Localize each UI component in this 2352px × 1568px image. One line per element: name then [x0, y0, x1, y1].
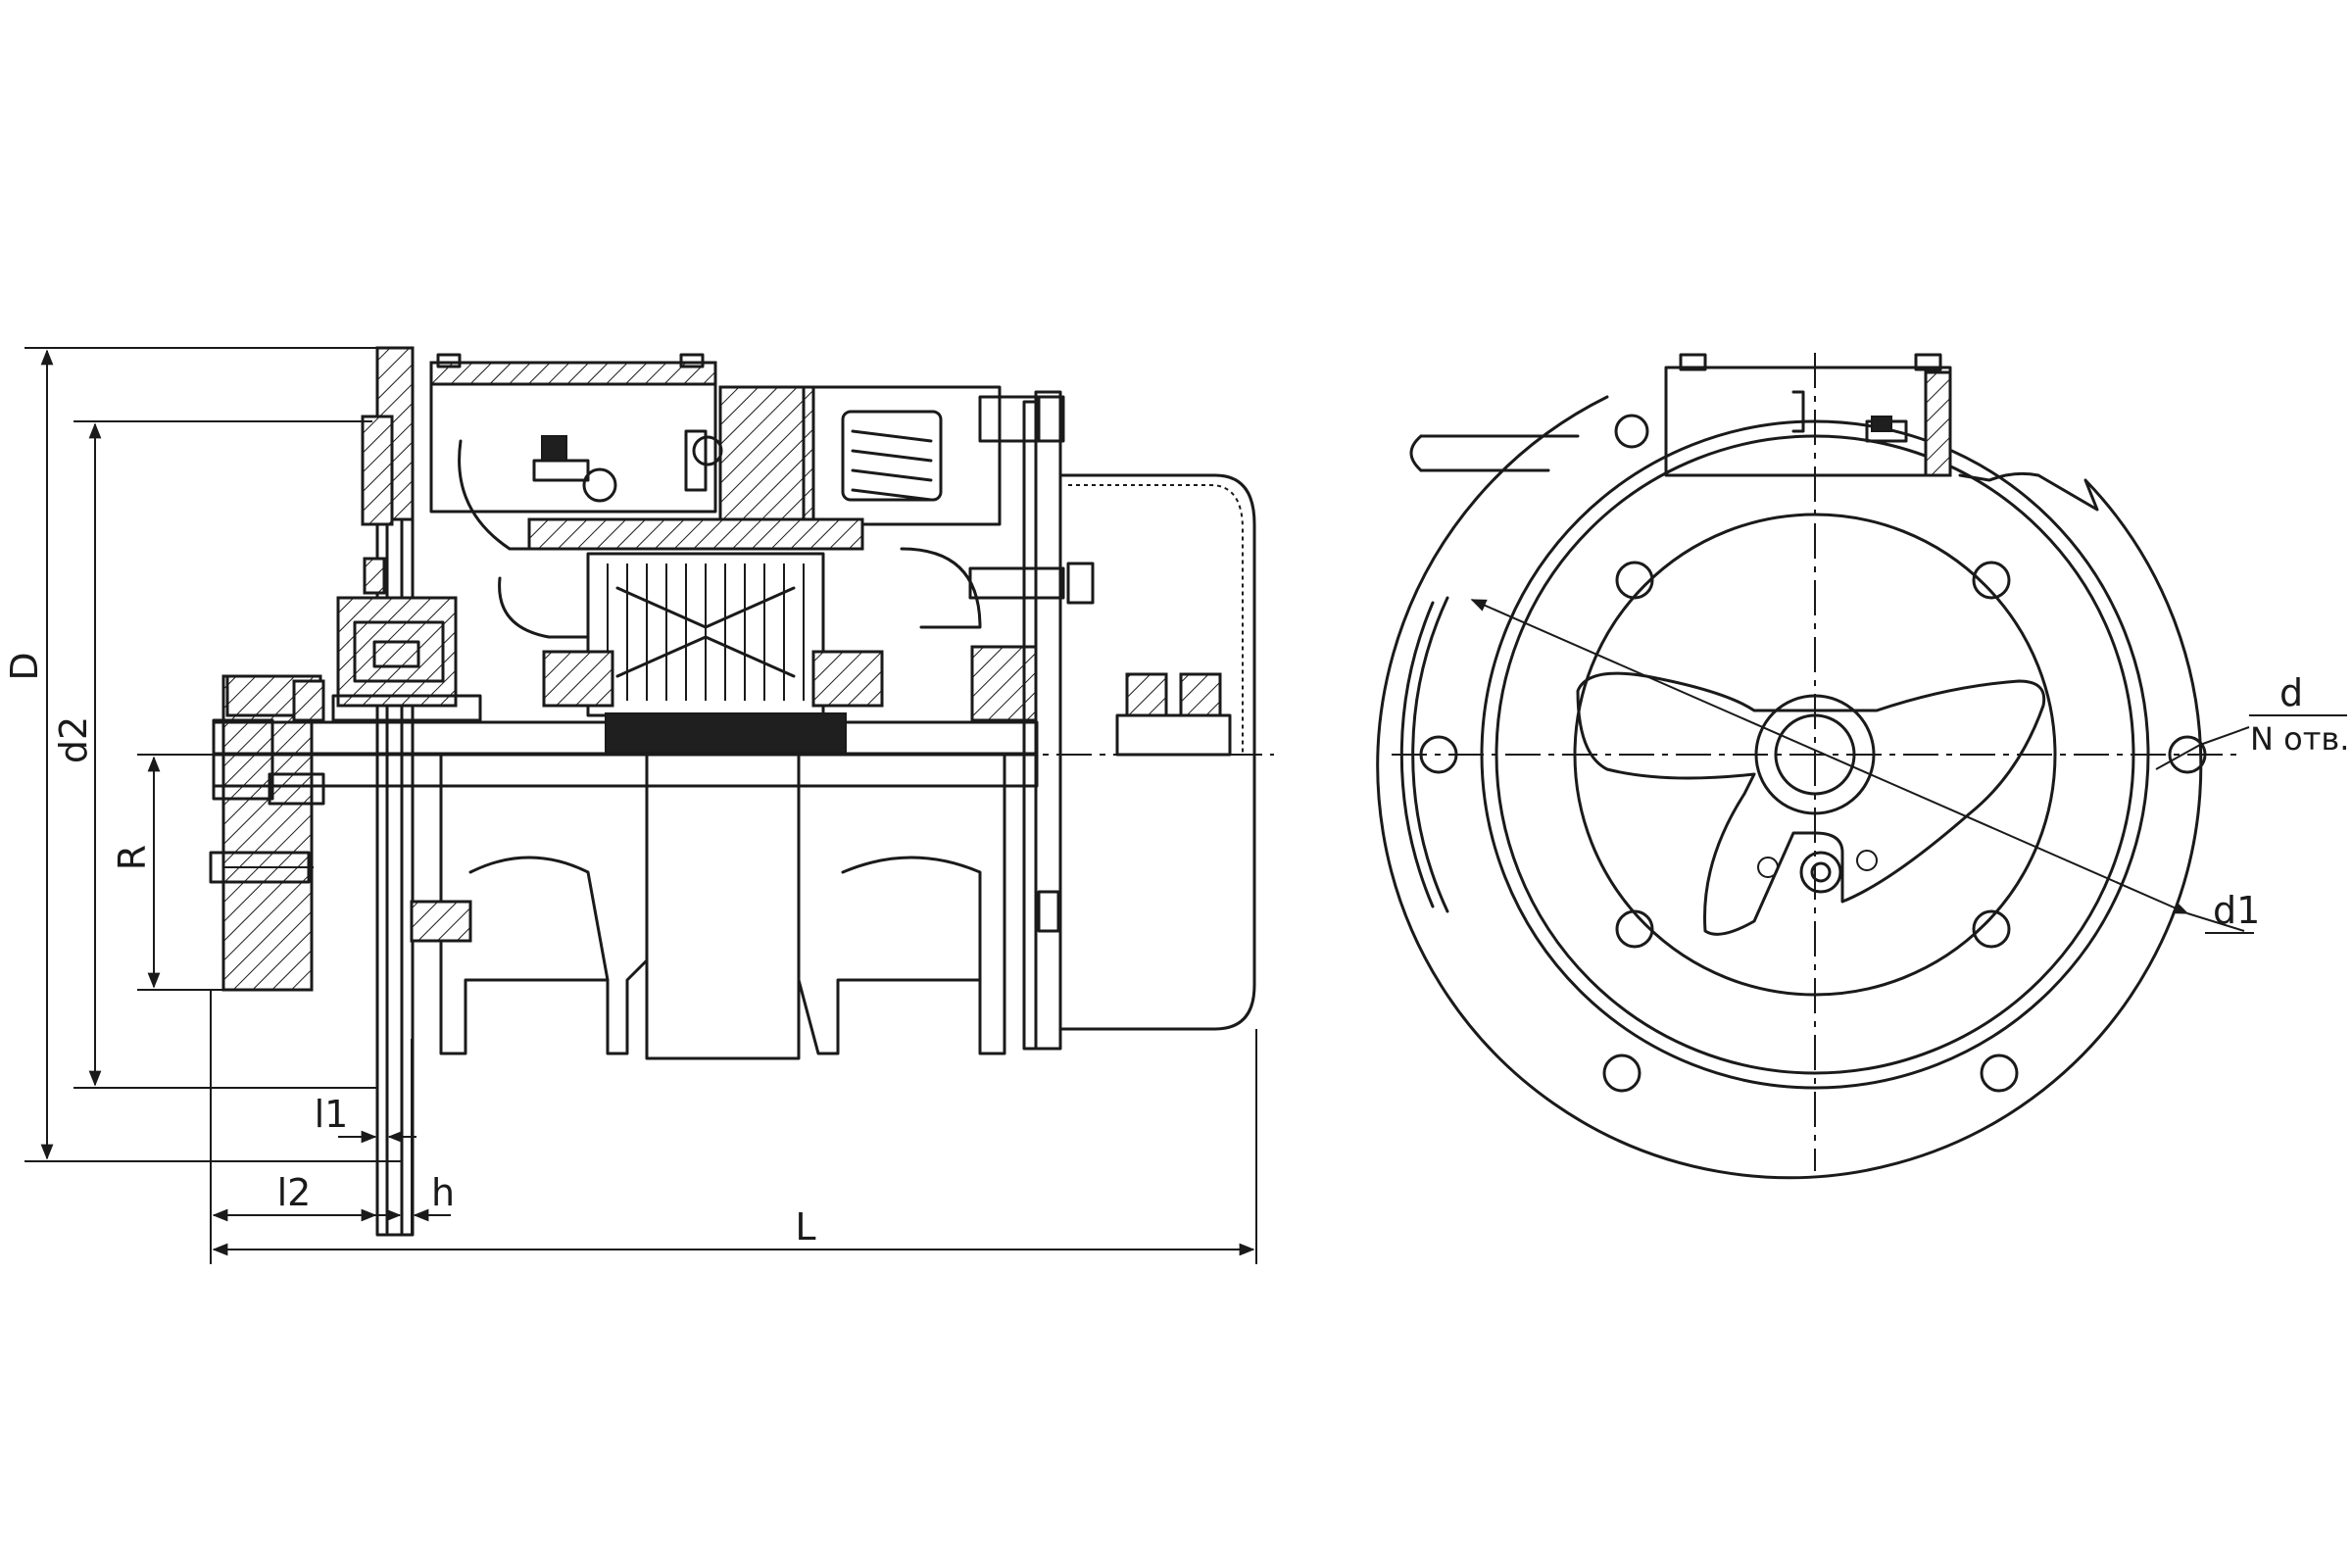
- dim-label-l2: l2: [277, 1171, 312, 1214]
- dim-label-d: d: [2279, 671, 2303, 714]
- mounting-holes: [1419, 561, 2207, 1093]
- eccentric-weight: [1576, 671, 2046, 936]
- spring: [841, 410, 943, 502]
- terminal-box-front: [1614, 353, 1952, 477]
- bearing-housing-right: [968, 390, 1095, 1051]
- dim-label-d1: d1: [2213, 889, 2260, 932]
- eccentric-weight-left: [209, 674, 325, 992]
- adjustment-slot: [1411, 596, 1449, 913]
- lifting-rod: [1409, 434, 1580, 472]
- dim-L: L: [212, 1029, 1257, 1264]
- dim-label-l1: l1: [315, 1093, 349, 1136]
- hub-bolts: [1757, 850, 1878, 894]
- front-view: d1 d N отв.: [1376, 353, 2349, 1180]
- housing-fins: [410, 753, 1006, 1060]
- dim-l2: l2: [210, 990, 377, 1264]
- dim-h: h: [372, 1039, 455, 1235]
- dim-d1: d1: [1470, 599, 2260, 934]
- rotor-core: [605, 712, 847, 754]
- motor-housing: [429, 353, 1065, 551]
- side-view: D d2 R l1 l2: [3, 346, 1274, 1264]
- stator-core: [498, 547, 982, 717]
- dim-d-holes: d N отв.: [2155, 671, 2349, 770]
- dim-label-h: h: [431, 1171, 455, 1214]
- fan-cover: [1058, 473, 1256, 1031]
- dim-label-D: D: [3, 652, 46, 680]
- bearing-housing-left: [331, 557, 482, 722]
- outer-flange: [1376, 395, 2203, 1180]
- dim-label-n-holes: N отв.: [2250, 720, 2349, 758]
- dim-d2: d2: [52, 420, 377, 1089]
- dim-R: R: [111, 754, 223, 991]
- mounting-flange: [361, 346, 415, 1237]
- dim-label-L: L: [795, 1205, 815, 1249]
- dim-D: D: [3, 347, 402, 1162]
- dim-label-d2: d2: [52, 716, 95, 763]
- dim-label-R: R: [111, 845, 154, 870]
